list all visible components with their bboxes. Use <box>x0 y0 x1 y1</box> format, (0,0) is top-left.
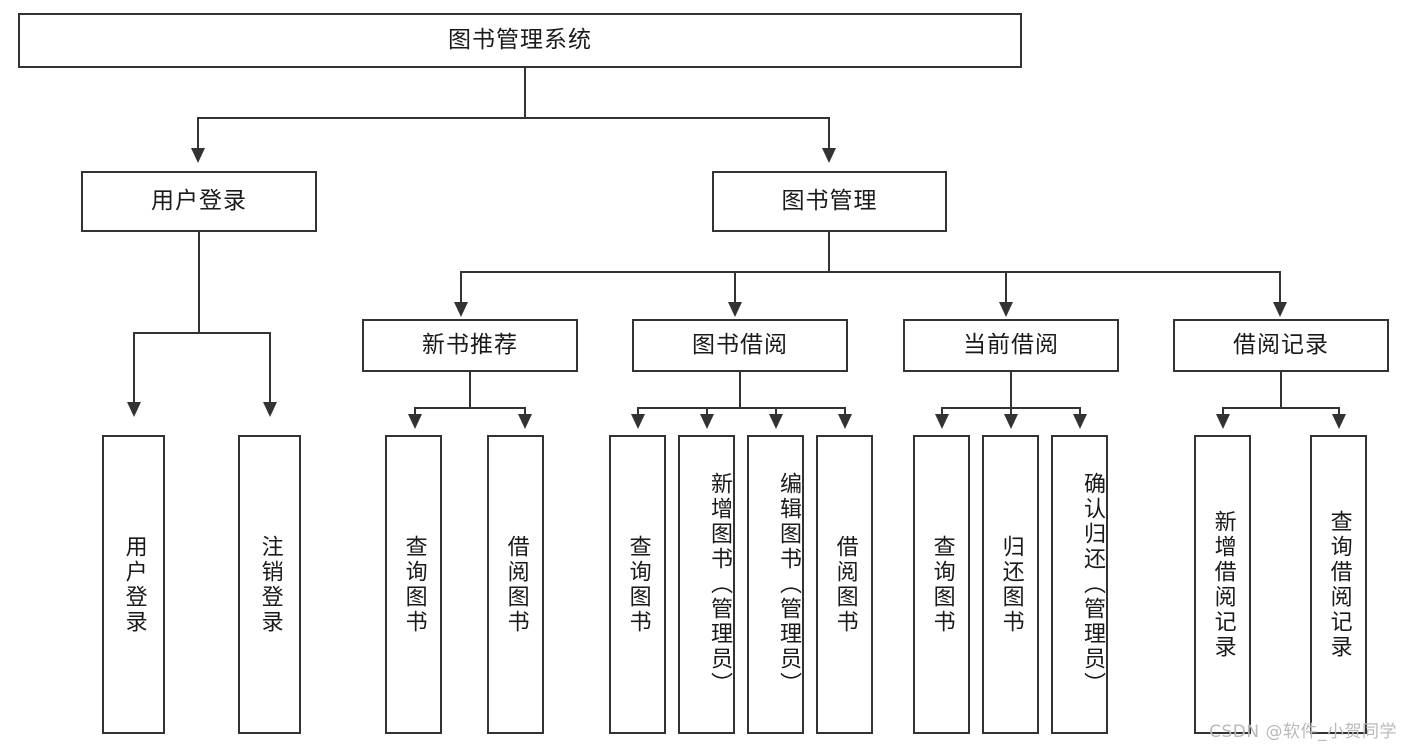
edge-bb-drop-1 <box>637 407 639 417</box>
edge-cb-drop-2 <box>1010 407 1012 417</box>
arrow-br-leaf-2 <box>1332 414 1346 429</box>
arrow-bb-leaf-2 <box>700 414 714 429</box>
edge-bb-drop-2 <box>706 407 708 417</box>
arrow-br-leaf-1 <box>1216 414 1230 429</box>
edge-root-stem <box>524 68 526 118</box>
node-label: 当前借阅 <box>963 332 1059 359</box>
node-label: 查询图书 <box>929 534 955 635</box>
edge-book-management-stem <box>828 232 830 273</box>
edge-root-to-user-login <box>197 117 199 150</box>
node-label: 用户登录 <box>151 188 247 215</box>
node-user-login[interactable]: 用户登录 <box>81 171 317 232</box>
edge-user-login-drop-2 <box>269 332 271 404</box>
edge-cb-drop-1 <box>941 407 943 417</box>
node-label: 图书管理系统 <box>448 27 592 54</box>
node-label: 借阅图书 <box>503 534 529 635</box>
arrow-user-login-leaf-1 <box>127 402 141 417</box>
leaf-cb-search-book[interactable]: 查询图书 <box>913 435 970 734</box>
leaf-bb-edit-book-admin[interactable]: 编辑图书（管理员） <box>747 435 804 734</box>
node-book-management[interactable]: 图书管理 <box>712 171 947 232</box>
edge-bm-drop-2 <box>734 271 736 304</box>
edge-bb-drop-3 <box>775 407 777 417</box>
edge-user-login-bus <box>133 332 270 334</box>
edge-nbr-drop-2 <box>524 407 526 417</box>
arrow-bb-leaf-1 <box>631 414 645 429</box>
node-new-book-recommend[interactable]: 新书推荐 <box>362 319 578 372</box>
node-label: 归还图书 <box>998 534 1024 635</box>
arrow-cb-leaf-1 <box>935 414 949 429</box>
leaf-br-add-record[interactable]: 新增借阅记录 <box>1194 435 1251 734</box>
arrow-bb-leaf-3 <box>769 414 783 429</box>
arrow-user-login-leaf-2 <box>263 402 277 417</box>
edge-br-drop-2 <box>1338 407 1340 417</box>
leaf-cb-confirm-return-admin[interactable]: 确认归还（管理员） <box>1051 435 1108 734</box>
edge-nbr-stem <box>469 372 471 408</box>
arrow-cb-leaf-2 <box>1004 414 1018 429</box>
leaf-cb-return-book[interactable]: 归还图书 <box>982 435 1039 734</box>
leaf-nbr-search-book[interactable]: 查询图书 <box>385 435 442 734</box>
arrow-root-to-user-login <box>191 148 205 163</box>
node-borrow-record[interactable]: 借阅记录 <box>1173 319 1389 372</box>
node-label: 查询图书 <box>401 534 427 635</box>
edge-bb-bus <box>637 407 844 409</box>
edge-bm-drop-3 <box>1005 271 1007 304</box>
edge-cb-stem <box>1010 372 1012 408</box>
node-label: 图书管理 <box>781 188 878 215</box>
node-label: 查询图书 <box>625 534 651 635</box>
edge-br-bus <box>1222 407 1338 409</box>
edge-br-stem <box>1280 372 1282 408</box>
arrow-bm-to-new-book-recommend <box>454 302 468 317</box>
arrow-bb-leaf-4 <box>838 414 852 429</box>
leaf-user-login-logout[interactable]: 注销登录 <box>238 435 301 734</box>
node-label: 注销登录 <box>257 534 283 635</box>
node-label: 查询借阅记录 <box>1326 509 1352 660</box>
arrow-nbr-leaf-1 <box>408 414 422 429</box>
edge-cb-drop-3 <box>1079 407 1081 417</box>
leaf-bb-search-book[interactable]: 查询图书 <box>609 435 666 734</box>
node-label: 新增借阅记录 <box>1210 509 1236 660</box>
edge-root-bus <box>197 117 828 119</box>
arrow-nbr-leaf-2 <box>518 414 532 429</box>
edge-user-login-drop-1 <box>133 332 135 404</box>
node-label: 新增图书（管理员） <box>707 472 732 697</box>
watermark-text: CSDN @软件_小贺同学 <box>1209 722 1397 742</box>
leaf-bb-add-book-admin[interactable]: 新增图书（管理员） <box>678 435 735 734</box>
edge-nbr-bus <box>414 407 524 409</box>
node-label: 图书借阅 <box>692 332 788 359</box>
edge-bm-drop-4 <box>1279 271 1281 304</box>
arrow-cb-leaf-3 <box>1073 414 1087 429</box>
node-label: 用户登录 <box>121 534 147 635</box>
leaf-bb-borrow-book[interactable]: 借阅图书 <box>816 435 873 734</box>
node-current-borrow[interactable]: 当前借阅 <box>903 319 1119 372</box>
arrow-bm-to-borrow-record <box>1273 302 1287 317</box>
node-label: 新书推荐 <box>422 332 518 359</box>
node-label: 借阅图书 <box>832 534 858 635</box>
edge-book-management-bus <box>460 271 1281 273</box>
arrow-bm-to-current-borrow <box>999 302 1013 317</box>
arrow-root-to-book-management <box>822 148 836 163</box>
edge-user-login-stem <box>198 232 200 333</box>
edge-root-to-book-management <box>828 117 830 150</box>
node-root-book-management-system[interactable]: 图书管理系统 <box>18 13 1022 68</box>
leaf-nbr-borrow-book[interactable]: 借阅图书 <box>487 435 544 734</box>
node-label: 借阅记录 <box>1233 332 1329 359</box>
node-book-borrow[interactable]: 图书借阅 <box>632 319 848 372</box>
arrow-bm-to-book-borrow <box>728 302 742 317</box>
edge-br-drop-1 <box>1222 407 1224 417</box>
edge-nbr-drop-1 <box>414 407 416 417</box>
node-label: 确认归还（管理员） <box>1080 472 1105 697</box>
edge-bb-stem <box>739 372 741 408</box>
leaf-br-search-record[interactable]: 查询借阅记录 <box>1310 435 1367 734</box>
leaf-user-login-login[interactable]: 用户登录 <box>102 435 165 734</box>
node-label: 编辑图书（管理员） <box>776 472 801 697</box>
edge-bb-drop-4 <box>844 407 846 417</box>
edge-bm-drop-1 <box>460 271 462 304</box>
